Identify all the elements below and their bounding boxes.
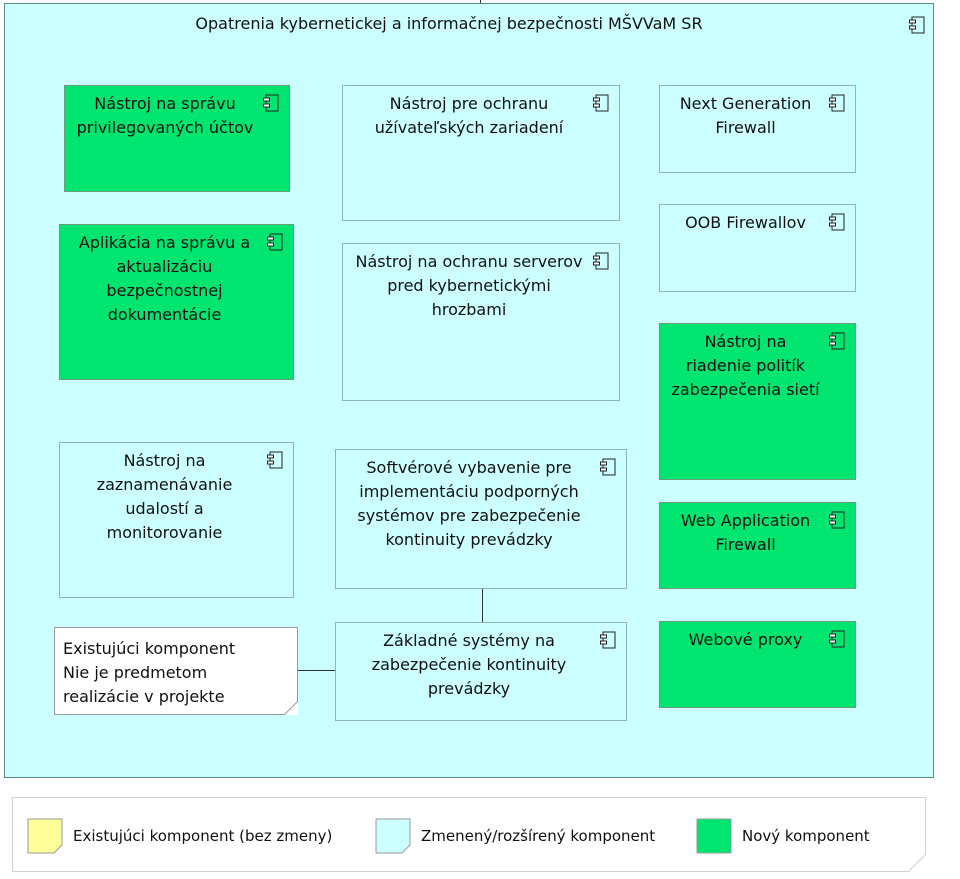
legend-swatch-new [696, 818, 732, 854]
component-icon [263, 94, 279, 112]
note-line: Existujúci komponent [63, 639, 236, 658]
component-oob[interactable]: OOB Firewallov [659, 204, 856, 292]
component-label: Web Application Firewall [680, 511, 811, 554]
component-icon [600, 458, 616, 476]
component-icon [267, 233, 283, 251]
component-icon [593, 252, 609, 270]
note-connector-line [298, 670, 335, 671]
component-siem[interactable]: Nástroj na zaznamenávanie udalostí a mon… [59, 442, 294, 598]
component-server[interactable]: Nástroj na ochranu serverov pred kyberne… [342, 243, 620, 401]
component-icon [267, 451, 283, 469]
component-icon [829, 332, 845, 350]
component-icon [600, 631, 616, 649]
legend-item-existing: Existujúci komponent (bez zmeny) [27, 818, 332, 854]
component-icon [829, 630, 845, 648]
legend: Existujúci komponent (bez zmeny) Zmenený… [12, 797, 926, 872]
legend-item-new: Nový komponent [696, 818, 870, 854]
legend-swatch-existing [27, 818, 63, 854]
swatch-shape [375, 818, 411, 854]
legend-item-changed: Zmenený/rozšírený komponent [375, 818, 655, 854]
component-label: Webové proxy [688, 630, 803, 649]
component-label: Nástroj na riadenie politík zabezpečenia… [671, 332, 820, 399]
component-icon [829, 94, 845, 112]
component-waf[interactable]: Web Application Firewall [659, 502, 856, 589]
legend-label: Existujúci komponent (bez zmeny) [73, 827, 333, 845]
legend-label: Nový komponent [742, 827, 870, 845]
note-line: Nie je predmetom [63, 663, 208, 682]
component-label: Nástroj na zaznamenávanie udalostí a mon… [96, 451, 233, 542]
component-label: Aplikácia na správu a aktualizáciu bezpe… [78, 233, 251, 324]
component-icon [909, 16, 925, 34]
component-label: Nástroj na správu privilegovaných účtov [76, 94, 254, 137]
component-label: Next Generation Firewall [679, 94, 812, 137]
component-bcp-base[interactable]: Základné systémy na zabezpečenie kontinu… [335, 622, 627, 721]
component-policy[interactable]: Nástroj na riadenie politík zabezpečenia… [659, 323, 856, 480]
component-ngfw[interactable]: Next Generation Firewall [659, 85, 856, 173]
component-label: Softvérové vybavenie pre implementáciu p… [357, 458, 581, 549]
component-label: Základné systémy na zabezpečenie kontinu… [371, 631, 567, 698]
component-label: Nástroj pre ochranu užívateľských zariad… [374, 94, 564, 137]
component-docs[interactable]: Aplikácia na správu a aktualizáciu bezpe… [59, 224, 294, 380]
note-line: realizácie v projekte [63, 687, 225, 706]
legend-fold-corner [908, 854, 926, 872]
legend-label: Zmenený/rozšírený komponent [421, 827, 656, 845]
component-endpoint[interactable]: Nástroj pre ochranu užívateľských zariad… [342, 85, 620, 221]
component-label: OOB Firewallov [685, 213, 806, 232]
component-pam[interactable]: Nástroj na správu privilegovaných účtov [64, 85, 290, 192]
group-title: Opatrenia kybernetickej a informačnej be… [195, 14, 703, 33]
swatch-shape [696, 818, 732, 854]
component-bcp-software[interactable]: Softvérové vybavenie pre implementáciu p… [335, 449, 627, 589]
note-existing-component[interactable]: Existujúci komponent Nie je predmetom re… [54, 627, 298, 715]
component-icon [593, 94, 609, 112]
top-connector [480, 0, 481, 4]
component-icon [829, 213, 845, 231]
connector-line [482, 589, 483, 622]
component-icon [829, 511, 845, 529]
component-proxy[interactable]: Webové proxy [659, 621, 856, 708]
component-label: Nástroj na ochranu serverov pred kyberne… [355, 252, 583, 319]
swatch-shape [27, 818, 63, 854]
legend-swatch-changed [375, 818, 411, 854]
note-fold-corner [284, 701, 298, 715]
